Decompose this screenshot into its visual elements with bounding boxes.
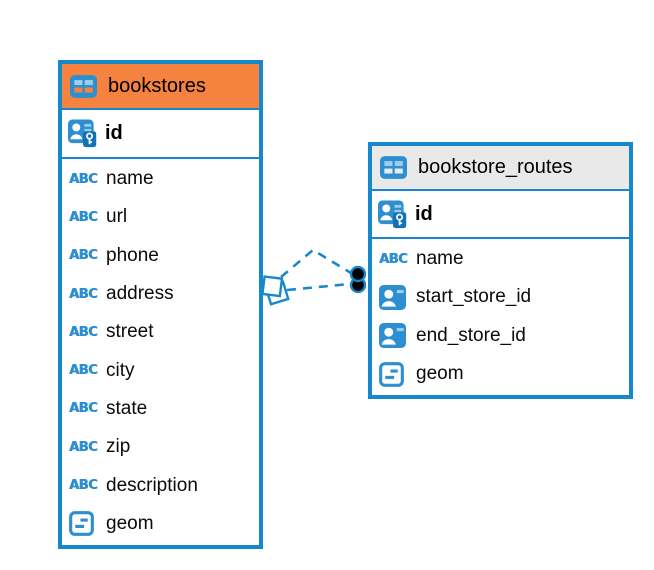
table-title: bookstores — [108, 74, 206, 97]
table-title: bookstore_routes — [418, 156, 573, 178]
table-icon — [380, 156, 409, 179]
text-type-icon: ABC — [69, 286, 98, 302]
primary-key-row[interactable]: id — [372, 191, 629, 239]
text-type-icon: ABC — [69, 401, 98, 417]
column-name: state — [106, 397, 148, 419]
primary-key-row[interactable]: id — [62, 110, 259, 159]
column-row-street[interactable]: ABC street — [62, 313, 259, 351]
source-marker-squares — [261, 275, 290, 306]
primary-key-icon — [68, 119, 97, 148]
text-type-icon: ABC — [69, 248, 98, 264]
column-name: end_store_id — [416, 324, 526, 346]
column-row-geom[interactable]: geom — [372, 355, 629, 393]
column-row-name[interactable]: ABC name — [372, 240, 629, 278]
text-type-icon: ABC — [69, 209, 98, 225]
column-row-zip[interactable]: ABC zip — [62, 428, 259, 466]
column-name: geom — [106, 512, 154, 534]
column-row-end_store_id[interactable]: end_store_id — [372, 317, 629, 355]
column-name: address — [106, 283, 174, 305]
target-marker-dots — [349, 265, 367, 294]
column-row-address[interactable]: ABC address — [62, 275, 259, 313]
relationship-line-lower[interactable] — [286, 282, 351, 292]
column-name: city — [106, 359, 135, 381]
column-row-url[interactable]: ABC url — [62, 198, 259, 236]
column-row-phone[interactable]: ABC phone — [62, 237, 259, 275]
geometry-type-icon — [379, 361, 408, 387]
text-type-icon: ABC — [69, 478, 98, 494]
column-name: street — [106, 321, 154, 343]
column-name: zip — [106, 436, 131, 458]
column-name: phone — [106, 244, 159, 266]
column-name: id — [105, 122, 123, 144]
column-name: name — [416, 248, 464, 270]
column-name: description — [106, 474, 198, 496]
column-name: start_store_id — [416, 286, 532, 308]
text-type-icon: ABC — [69, 324, 98, 340]
foreign-key-icon — [379, 323, 408, 349]
text-type-icon: ABC — [69, 171, 98, 187]
foreign-key-icon — [379, 284, 408, 310]
column-rows: ABC name start_store_id end_store_id geom — [372, 239, 629, 395]
entity-table-bookstore-routes[interactable]: bookstore_routes id ABC name start_store_… — [368, 142, 633, 400]
geometry-type-icon — [69, 511, 98, 537]
column-name: id — [415, 202, 433, 225]
table-header[interactable]: bookstore_routes — [372, 146, 629, 191]
primary-key-icon — [378, 199, 407, 229]
text-type-icon: ABC — [379, 251, 408, 267]
column-row-geom[interactable]: geom — [62, 505, 259, 543]
column-name: url — [106, 206, 128, 228]
column-row-state[interactable]: ABC state — [62, 390, 259, 428]
table-header[interactable]: bookstores — [62, 64, 259, 110]
column-name: name — [106, 168, 154, 190]
column-row-start_store_id[interactable]: start_store_id — [372, 278, 629, 316]
text-type-icon: ABC — [69, 439, 98, 455]
column-row-name[interactable]: ABC name — [62, 160, 259, 198]
text-type-icon: ABC — [69, 363, 98, 379]
column-row-description[interactable]: ABC description — [62, 466, 259, 504]
table-icon — [70, 74, 99, 98]
column-row-city[interactable]: ABC city — [62, 351, 259, 389]
relationship-line-upper[interactable] — [280, 248, 352, 278]
column-name: geom — [416, 363, 464, 385]
